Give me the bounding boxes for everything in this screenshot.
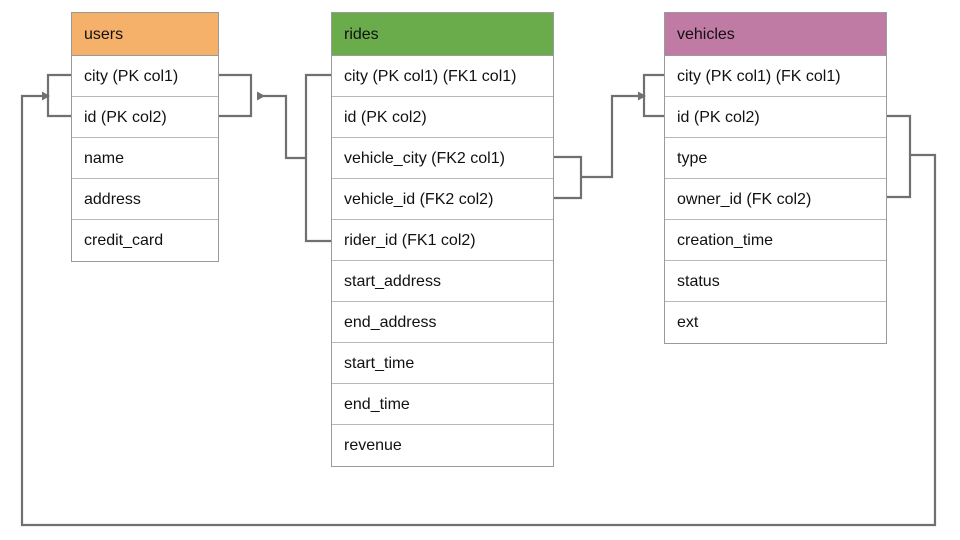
connector-rides-to-users (257, 91, 306, 160)
table-rides-header: rides (332, 13, 553, 56)
connector-rides-right-bracket (554, 155, 583, 200)
table-rides-column-start-time[interactable]: start_time (332, 343, 553, 384)
table-users[interactable]: users city (PK col1) id (PK col2) name a… (71, 12, 219, 262)
table-vehicles-column-type[interactable]: type (665, 138, 886, 179)
table-vehicles-column-city[interactable]: city (PK col1) (FK col1) (665, 56, 886, 97)
table-rides-column-rider-id[interactable]: rider_id (FK1 col2) (332, 220, 553, 261)
table-users-column-name[interactable]: name (72, 138, 218, 179)
connector-vehicles-left-bracket (642, 73, 664, 118)
table-rides-column-end-address[interactable]: end_address (332, 302, 553, 343)
table-users-column-id[interactable]: id (PK col2) (72, 97, 218, 138)
table-users-header: users (72, 13, 218, 56)
table-vehicles-column-ext[interactable]: ext (665, 302, 886, 343)
table-vehicles-column-status[interactable]: status (665, 261, 886, 302)
table-vehicles-column-creation-time[interactable]: creation_time (665, 220, 886, 261)
table-vehicles-column-owner-id[interactable]: owner_id (FK col2) (665, 179, 886, 220)
table-rides-column-city[interactable]: city (PK col1) (FK1 col1) (332, 56, 553, 97)
table-rides-column-id[interactable]: id (PK col2) (332, 97, 553, 138)
table-vehicles-column-id[interactable]: id (PK col2) (665, 97, 886, 138)
connector-rides-to-vehicles (581, 91, 646, 179)
connector-users-left-bracket (46, 73, 71, 118)
table-rides-column-end-time[interactable]: end_time (332, 384, 553, 425)
table-vehicles[interactable]: vehicles city (PK col1) (FK col1) id (PK… (664, 12, 887, 344)
connector-rides-left-bracket (304, 73, 331, 243)
table-users-column-city[interactable]: city (PK col1) (72, 56, 218, 97)
table-vehicles-header: vehicles (665, 13, 886, 56)
table-rides-column-revenue[interactable]: revenue (332, 425, 553, 466)
table-rides-column-vehicle-id[interactable]: vehicle_id (FK2 col2) (332, 179, 553, 220)
connector-vehicles-right-bracket (887, 114, 912, 199)
table-users-column-address[interactable]: address (72, 179, 218, 220)
connector-users-right-bracket (219, 73, 253, 118)
table-rides-column-vehicle-city[interactable]: vehicle_city (FK2 col1) (332, 138, 553, 179)
table-rides-column-start-address[interactable]: start_address (332, 261, 553, 302)
table-rides[interactable]: rides city (PK col1) (FK1 col1) id (PK c… (331, 12, 554, 467)
table-users-column-credit-card[interactable]: credit_card (72, 220, 218, 261)
connector-vehicles-to-users (20, 91, 937, 527)
